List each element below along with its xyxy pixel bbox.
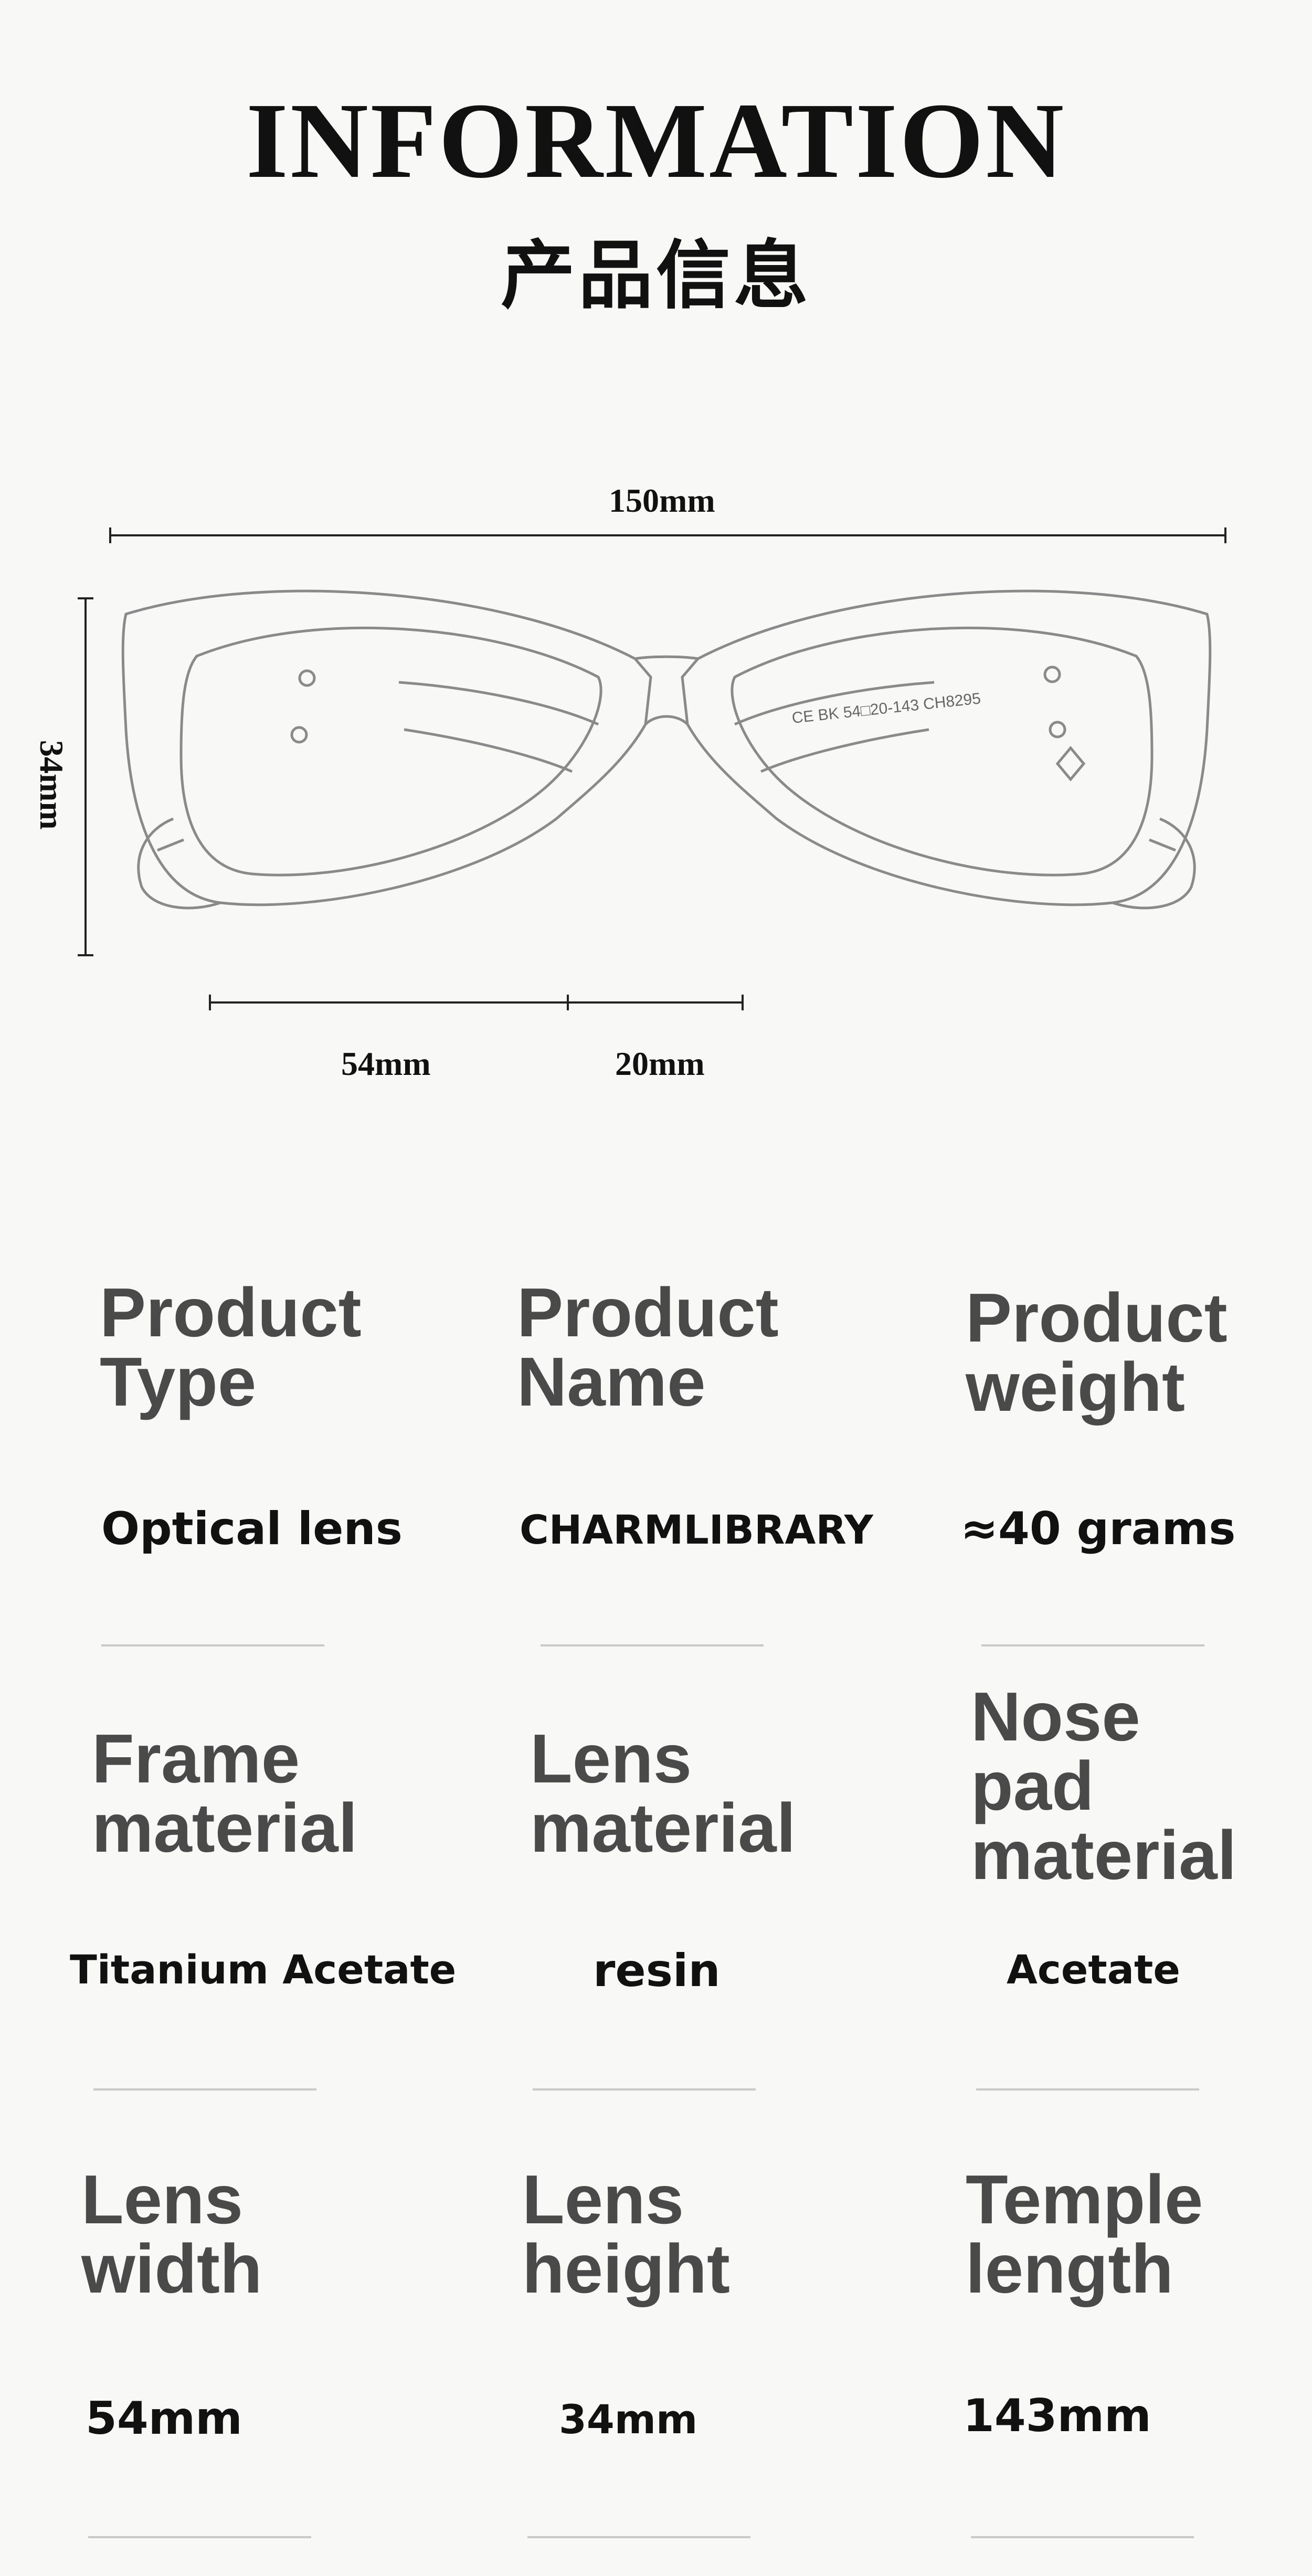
- dimension-bridge-width: 20mm: [615, 1045, 705, 1082]
- divider: [971, 2536, 1194, 2538]
- glasses-diagram: CE BK 54□20-143 CH8295: [78, 527, 1226, 1010]
- divider: [93, 2088, 316, 2091]
- title-english: INFORMATION: [246, 80, 1066, 200]
- spec-label: Lens material: [530, 1720, 796, 1866]
- spec-label: Temple length: [966, 2161, 1203, 2307]
- spec-label: Frame material: [92, 1720, 358, 1866]
- spec-value: Optical lens: [101, 1503, 403, 1555]
- title-chinese: 产品信息: [501, 233, 811, 319]
- divider: [981, 1644, 1204, 1646]
- divider: [533, 2088, 756, 2091]
- spec-label: Product weight: [966, 1279, 1228, 1426]
- spec-value: ≈40 grams: [960, 1503, 1236, 1555]
- spec-label: Product Type: [100, 1274, 362, 1420]
- divider: [101, 1644, 324, 1646]
- spec-label: Lens width: [81, 2161, 262, 2307]
- spec-value: CHARMLIBRARY: [520, 1506, 873, 1553]
- temple-print: CE BK 54□20-143 CH8295: [791, 690, 981, 727]
- spec-label: Product Name: [517, 1274, 779, 1420]
- divider: [88, 2536, 311, 2538]
- divider: [976, 2088, 1199, 2091]
- divider: [527, 2536, 750, 2538]
- spec-value: Acetate: [1007, 1946, 1180, 1993]
- spec-label: Lens height: [522, 2161, 730, 2307]
- spec-value: Titanium Acetate: [70, 1946, 457, 1993]
- spec-value: 143mm: [963, 2390, 1151, 2442]
- spec-label: Nose pad material: [971, 1678, 1237, 1894]
- dimension-lens-width: 54mm: [341, 1045, 431, 1082]
- divider: [541, 1644, 764, 1646]
- dimension-lens-height: 34mm: [33, 740, 70, 830]
- spec-value: 34mm: [559, 2396, 698, 2443]
- spec-value: resin: [593, 1945, 721, 1997]
- dimension-total-width: 150mm: [609, 482, 715, 519]
- spec-value: 54mm: [86, 2392, 242, 2445]
